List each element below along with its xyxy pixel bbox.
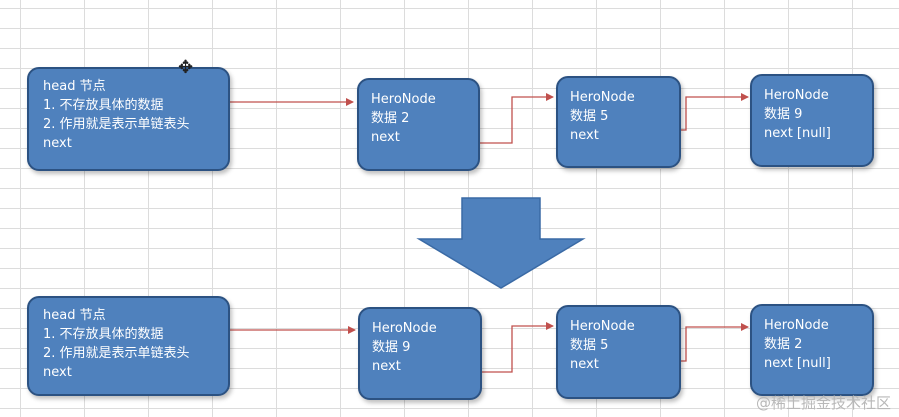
move-cursor-icon: ✥ <box>178 57 194 78</box>
top-hero-node-3: HeroNode 数据 9 next [null] <box>750 74 874 167</box>
hero-node-next: next <box>372 359 401 374</box>
head-node-note-1: 1. 不存放具体的数据 <box>43 327 164 342</box>
head-node-title: head 节点 <box>43 308 106 323</box>
bottom-hero-node-2: HeroNode 数据 5 next <box>556 305 681 399</box>
hero-node-data: 数据 9 <box>764 107 803 122</box>
hero-node-data: 数据 5 <box>570 109 609 124</box>
hero-node-next: next [null] <box>764 356 831 371</box>
hero-node-next: next <box>371 130 400 145</box>
top-hero-node-1: HeroNode 数据 2 next <box>357 78 480 171</box>
head-node-next: next <box>43 136 72 151</box>
hero-node-next: next <box>570 357 599 372</box>
hero-node-name: HeroNode <box>764 88 829 103</box>
hero-node-data: 数据 2 <box>371 111 410 126</box>
head-node-title: head 节点 <box>43 79 106 94</box>
head-node-note-1: 1. 不存放具体的数据 <box>43 98 164 113</box>
bottom-head-node: head 节点 1. 不存放具体的数据 2. 作用就是表示单链表头 next <box>27 296 230 396</box>
hero-node-name: HeroNode <box>570 90 635 105</box>
head-node-note-2: 2. 作用就是表示单链表头 <box>43 346 190 361</box>
head-node-next: next <box>43 365 72 380</box>
transform-down-arrow <box>416 197 586 289</box>
hero-node-name: HeroNode <box>372 321 437 336</box>
hero-node-data: 数据 9 <box>372 340 411 355</box>
connector-bottom-node1-to-node2 <box>462 322 554 373</box>
head-node-note-2: 2. 作用就是表示单链表头 <box>43 117 190 132</box>
top-hero-node-2: HeroNode 数据 5 next <box>556 76 681 168</box>
hero-node-name: HeroNode <box>764 318 829 333</box>
bottom-hero-node-1: HeroNode 数据 9 next <box>358 307 482 400</box>
hero-node-data: 数据 5 <box>570 338 609 353</box>
top-head-node: head 节点 1. 不存放具体的数据 2. 作用就是表示单链表头 next <box>27 67 230 171</box>
connector-top-node1-to-node2 <box>462 93 554 144</box>
bottom-hero-node-3: HeroNode 数据 2 next [null] <box>750 304 874 396</box>
hero-node-name: HeroNode <box>570 319 635 334</box>
hero-node-data: 数据 2 <box>764 337 803 352</box>
hero-node-name: HeroNode <box>371 92 436 107</box>
hero-node-next: next [null] <box>764 126 831 141</box>
hero-node-next: next <box>570 128 599 143</box>
watermark-text: @稀土掘金技术社区 <box>755 394 891 412</box>
